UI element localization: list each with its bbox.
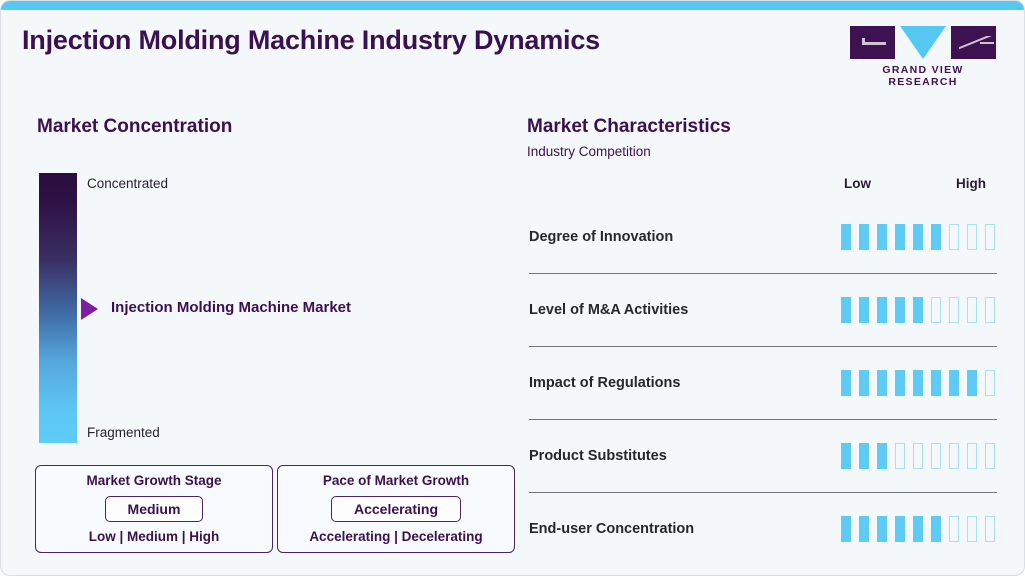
market-position-label: Injection Molding Machine Market [111, 299, 352, 316]
meter-segment-filled [859, 443, 869, 469]
meter-segment-filled [877, 516, 887, 542]
meter-segment-filled [859, 516, 869, 542]
meter-segment-empty [985, 370, 995, 396]
characteristic-meter [841, 516, 995, 542]
meter-segment-empty [949, 297, 959, 323]
meter-segment-filled [895, 516, 905, 542]
market-characteristics-subtitle: Industry Competition [527, 144, 651, 159]
characteristic-row: Product Substitutes [529, 419, 997, 492]
market-growth-stage-title: Market Growth Stage [86, 473, 222, 488]
pace-of-market-growth-title: Pace of Market Growth [322, 473, 470, 488]
characteristic-label: Impact of Regulations [529, 375, 681, 391]
meter-segment-filled [877, 297, 887, 323]
logo-v-icon [900, 26, 946, 59]
meter-segment-empty [931, 443, 941, 469]
logo-r-icon [951, 26, 996, 59]
characteristic-meter [841, 443, 995, 469]
meter-segment-empty [949, 224, 959, 250]
logo-marks [850, 26, 996, 59]
meter-segment-empty [985, 443, 995, 469]
meter-segment-filled [841, 370, 851, 396]
meter-segment-filled [967, 370, 977, 396]
characteristic-row: End-user Concentration [529, 492, 997, 565]
characteristic-meter [841, 370, 995, 396]
market-characteristics-title: Market Characteristics [527, 116, 731, 137]
meter-segment-filled [913, 224, 923, 250]
characteristic-meter [841, 297, 995, 323]
characteristic-row: Impact of Regulations [529, 346, 997, 419]
market-position-arrow-icon [81, 298, 98, 320]
market-concentration-title: Market Concentration [37, 116, 233, 137]
meter-segment-empty [985, 516, 995, 542]
meter-segment-filled [859, 297, 869, 323]
grand-view-research-logo: GRAND VIEW RESEARCH [850, 26, 996, 88]
characteristic-row: Level of M&A Activities [529, 273, 997, 346]
meter-segment-filled [877, 370, 887, 396]
market-growth-stage-value: Medium [104, 495, 204, 522]
meter-segment-filled [949, 370, 959, 396]
market-growth-stage-box: Market Growth Stage Medium Low | Medium … [35, 465, 273, 553]
characteristic-label: Product Substitutes [529, 448, 667, 464]
characteristic-label: Degree of Innovation [529, 229, 674, 245]
meter-segment-empty [985, 224, 995, 250]
meter-segment-filled [859, 224, 869, 250]
meter-segment-empty [895, 443, 905, 469]
axis-label-high: High [956, 176, 986, 191]
meter-segment-filled [841, 443, 851, 469]
meter-segment-empty [949, 516, 959, 542]
meter-segment-filled [841, 224, 851, 250]
characteristic-meter [841, 224, 995, 250]
meter-segment-filled [931, 516, 941, 542]
meter-segment-empty [949, 443, 959, 469]
meter-segment-empty [967, 224, 977, 250]
characteristic-label: End-user Concentration [529, 521, 695, 537]
meter-segment-filled [913, 297, 923, 323]
meter-segment-filled [895, 224, 905, 250]
concentration-gradient-scale [39, 173, 77, 443]
meter-segment-empty [985, 297, 995, 323]
meter-segment-empty [967, 516, 977, 542]
top-accent-bar [1, 1, 1024, 10]
meter-segment-filled [895, 370, 905, 396]
market-growth-stage-scale: Low | Medium | High [88, 529, 220, 544]
meter-segment-empty [967, 443, 977, 469]
meter-segment-filled [877, 443, 887, 469]
scale-label-concentrated: Concentrated [87, 176, 169, 191]
meter-segment-filled [895, 297, 905, 323]
meter-segment-filled [913, 516, 923, 542]
meter-segment-filled [877, 224, 887, 250]
page-title: Injection Molding Machine Industry Dynam… [22, 25, 600, 55]
meter-segment-filled [841, 516, 851, 542]
meter-segment-filled [841, 297, 851, 323]
logo-g-icon [850, 26, 895, 59]
meter-segment-filled [931, 224, 941, 250]
meter-segment-filled [913, 370, 923, 396]
meter-segment-filled [859, 370, 869, 396]
pace-of-market-growth-value: Accelerating [330, 495, 462, 522]
meter-segment-empty [967, 297, 977, 323]
scale-label-fragmented: Fragmented [87, 425, 160, 440]
meter-segment-empty [931, 297, 941, 323]
pace-of-market-growth-scale: Accelerating | Decelerating [309, 529, 483, 544]
characteristic-row: Degree of Innovation [529, 201, 997, 273]
meter-segment-filled [931, 370, 941, 396]
pace-of-market-growth-box: Pace of Market Growth Accelerating Accel… [277, 465, 515, 553]
meter-segment-empty [913, 443, 923, 469]
axis-label-low: Low [844, 176, 871, 191]
characteristic-label: Level of M&A Activities [529, 302, 689, 318]
logo-wordmark: GRAND VIEW RESEARCH [882, 64, 964, 88]
